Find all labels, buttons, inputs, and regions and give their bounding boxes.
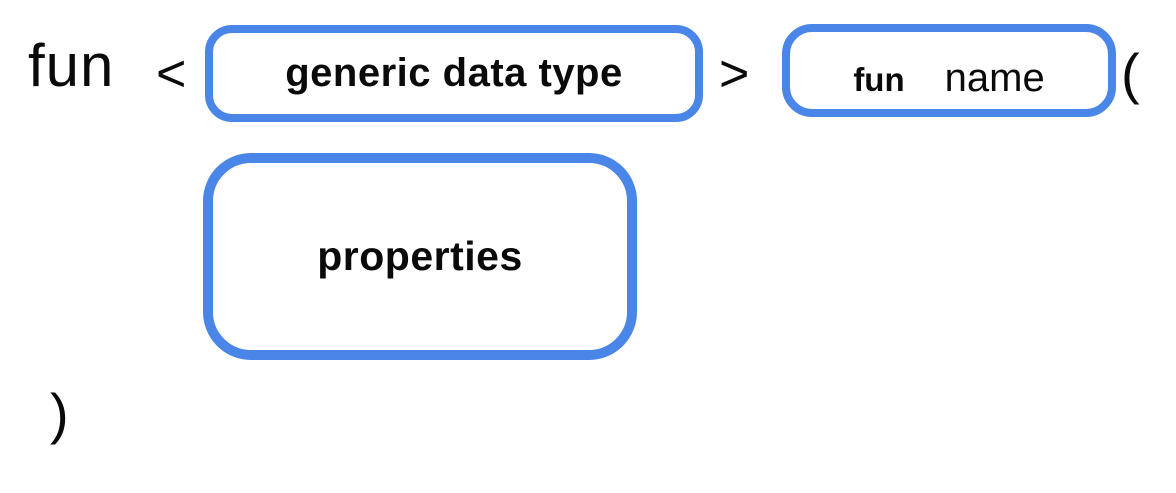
function-name-label: name [944,56,1045,100]
close-paren-text: ) [50,382,69,445]
open-angle-bracket-text: < [156,45,187,103]
generic-data-type-label: generic data type [285,51,623,95]
open-paren-text: ( [1121,42,1140,105]
close-angle-bracket-text: > [719,45,750,103]
properties-box: properties [203,153,637,360]
function-name-box: fun name [782,24,1116,117]
properties-label: properties [317,233,523,279]
function-name-fun-keyword: fun [853,61,905,98]
generic-data-type-box: generic data type [205,25,703,122]
fun-keyword-text: fun [28,32,115,99]
